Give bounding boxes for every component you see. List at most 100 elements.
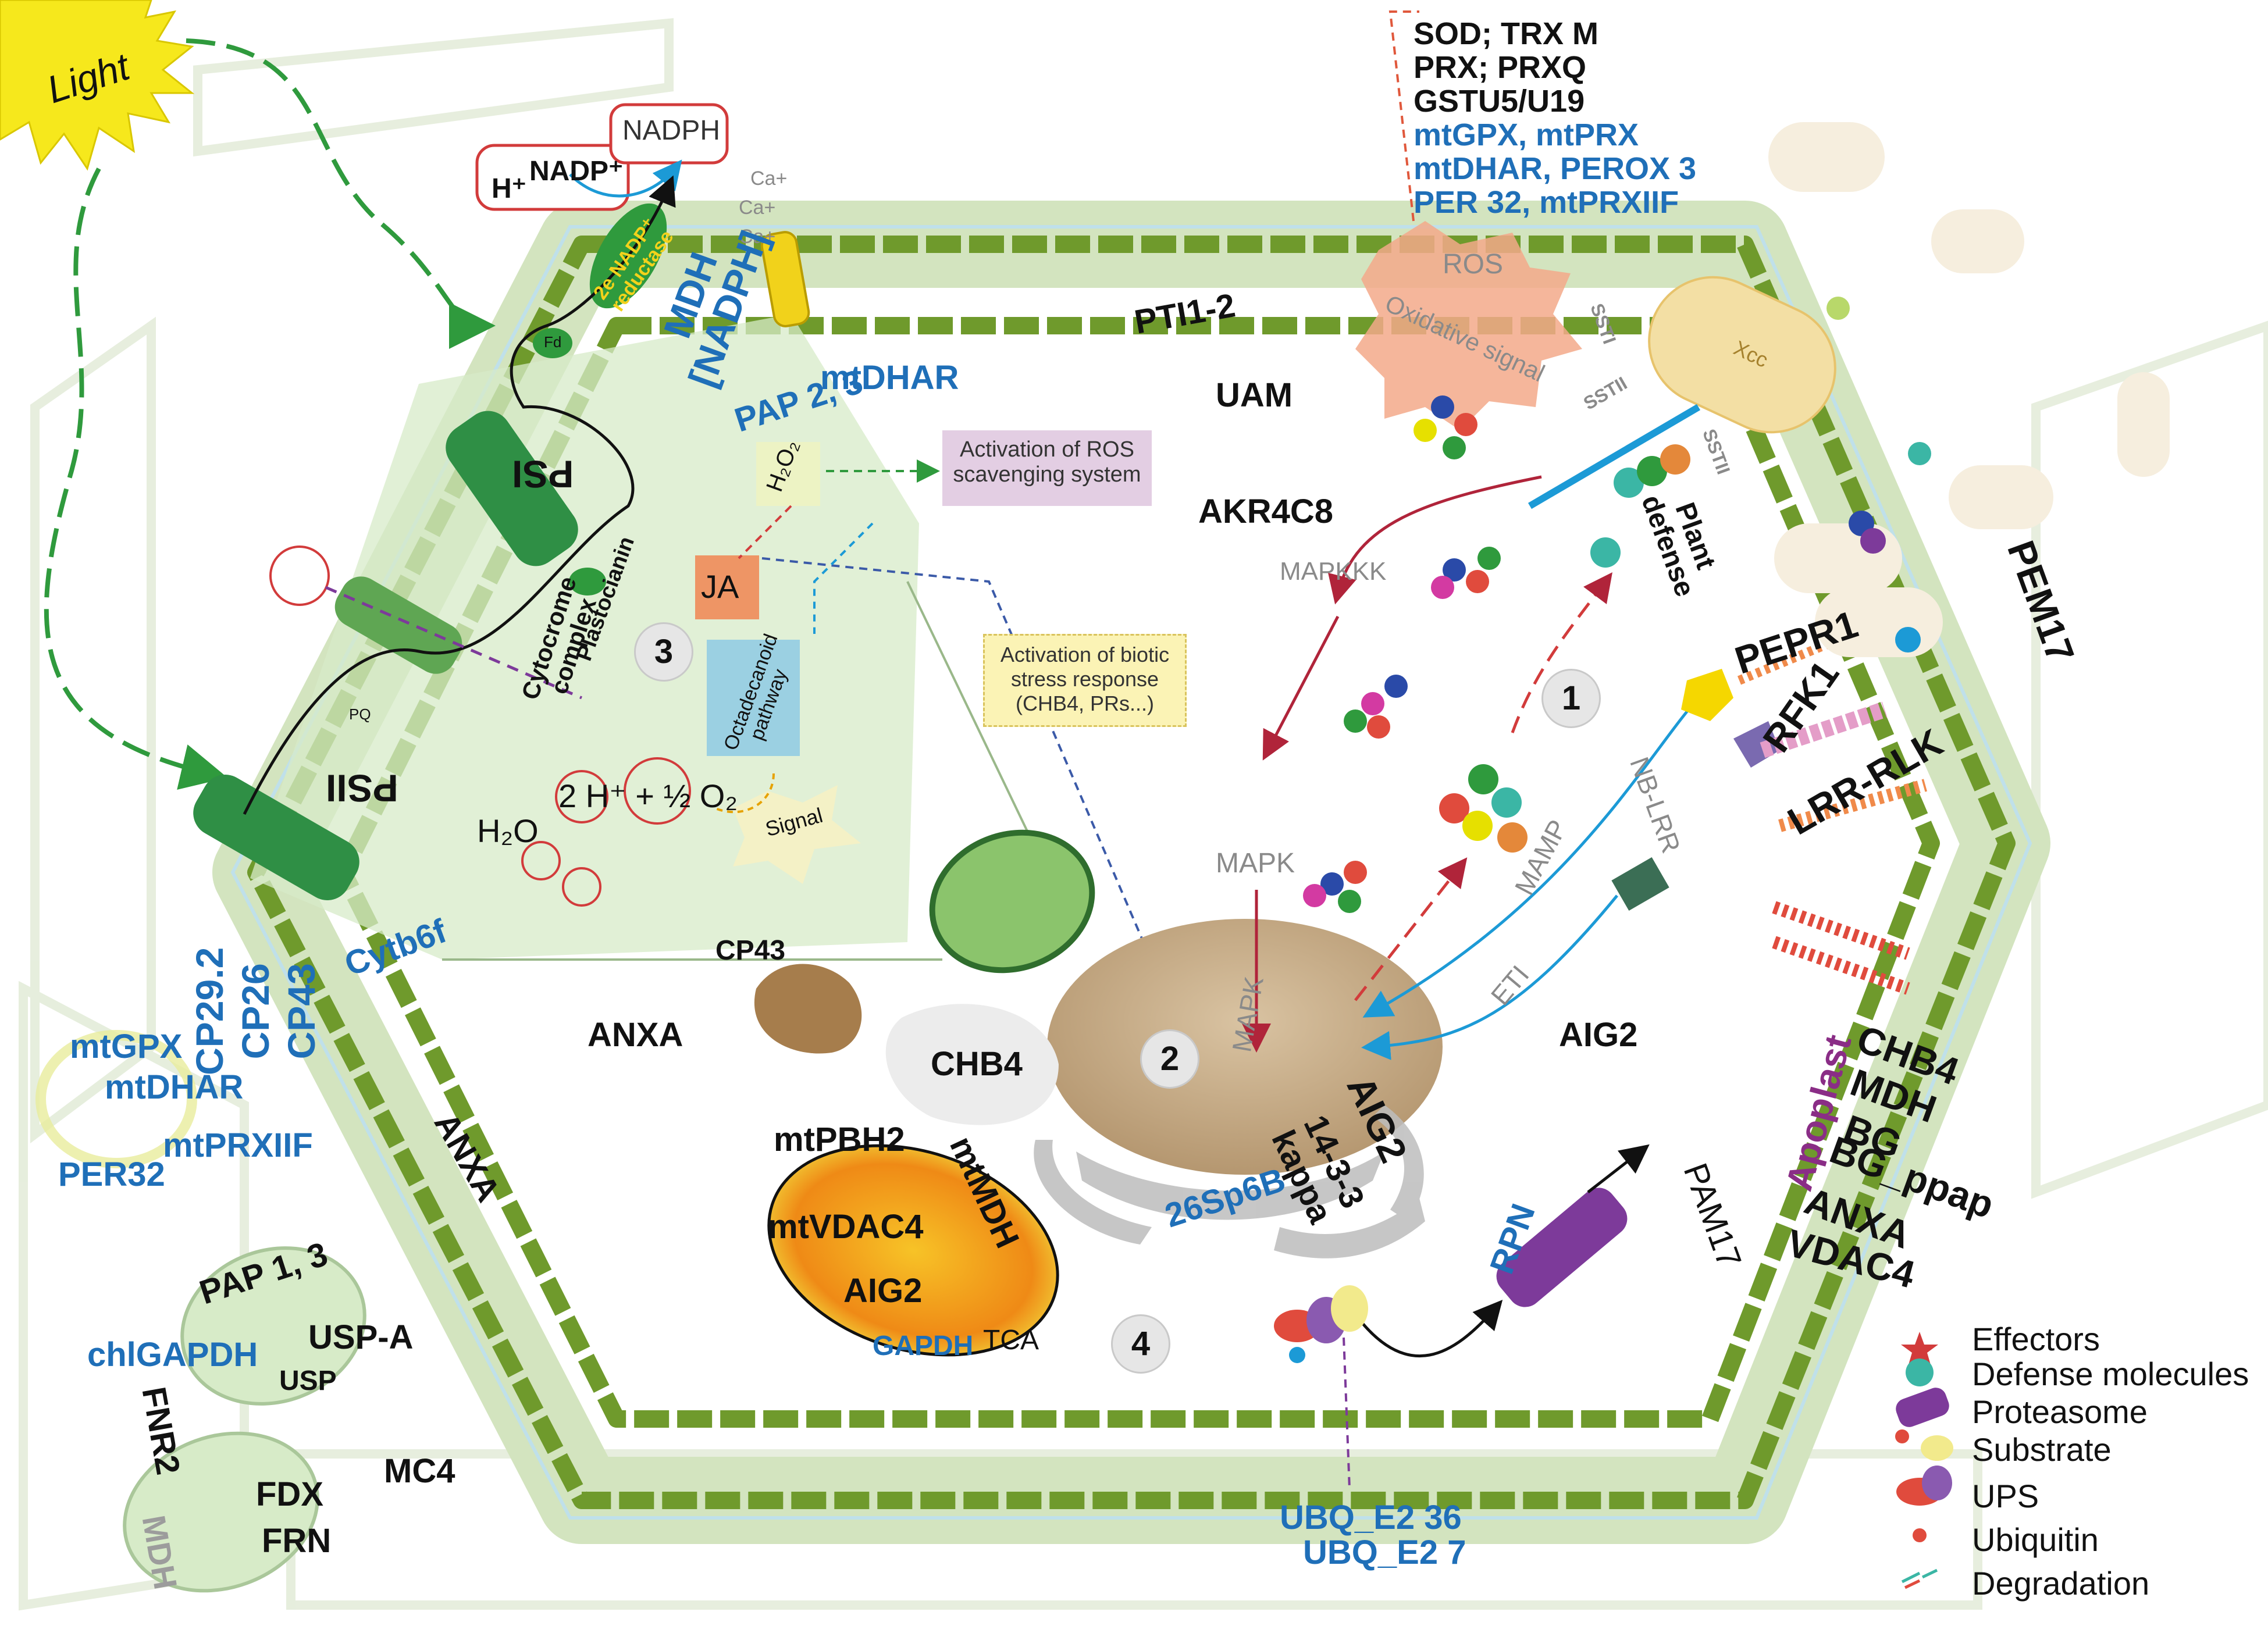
fd-ellipse	[533, 328, 572, 358]
pq-label: PQ	[349, 705, 371, 723]
legend-item: Proteasome	[1972, 1393, 2148, 1430]
step-number-4: 4	[1111, 1314, 1170, 1374]
mito-gapdh: GAPDH	[873, 1331, 974, 1361]
cp43-label: CP43	[715, 935, 786, 966]
akr-label: AKR4C8	[1198, 493, 1334, 530]
octadecanoid-box	[707, 640, 800, 756]
legend-item: Substrate	[1972, 1431, 2112, 1468]
left-mito-1: mtGPX	[70, 1028, 183, 1065]
psii-label: PSII	[326, 766, 398, 810]
ubq-label-2: UBQ_E2 7	[1303, 1534, 1466, 1571]
ups-arrow	[1354, 1299, 1503, 1358]
ca-label-3: Ca+	[739, 226, 776, 248]
chb4-label: CHB4	[931, 1045, 1023, 1083]
legend-item: Defense molecules	[1972, 1356, 2249, 1392]
proteasome	[1496, 1188, 1628, 1307]
nadp-box	[475, 144, 630, 211]
top-list-3: GSTU5/U19	[1414, 84, 1585, 119]
bacterium-xcc	[1648, 276, 1836, 434]
ubq-label-1: UBQ_E2 36	[1280, 1499, 1462, 1536]
left-mito-4: PER32	[58, 1156, 165, 1193]
mtdhar-chloro-label: mtDHAR	[820, 359, 959, 397]
mitochondrion	[767, 1144, 1059, 1357]
blue-dash-arrow	[813, 522, 874, 634]
bg-bacterium-2	[1931, 209, 2024, 273]
h2o2-box	[756, 442, 820, 506]
mito-mtpbh2: mtPBH2	[774, 1121, 905, 1158]
mito-mtvdac4: mtVDAC4	[768, 1208, 924, 1246]
ros-burst	[1355, 221, 1582, 430]
list-bracket	[1388, 10, 1419, 222]
light-arrow-2	[186, 38, 496, 349]
chloroplast-organelle	[929, 829, 1095, 974]
step-number-2: 2	[1140, 1029, 1199, 1089]
left-fdx: FDX	[256, 1475, 323, 1513]
legend-item: Degradation	[1972, 1565, 2150, 1602]
left-chlgapdh: chlGAPDH	[87, 1336, 258, 1374]
ups-drop-line	[1343, 1337, 1351, 1489]
ja-arrow	[738, 505, 792, 559]
psi-label: PSI	[512, 452, 574, 496]
proteasome-out-arrow	[1587, 1144, 1650, 1193]
top-list-6: PER 32, mtPRXIIF	[1414, 185, 1679, 220]
defense-up-arrow	[1511, 572, 1613, 733]
electron-path	[243, 175, 676, 815]
bg-bacterium-4	[2117, 372, 2170, 477]
mapkkk-label: MAPKKK	[1280, 557, 1387, 586]
h-plus-label: H⁺	[492, 173, 526, 204]
er-membranes	[1034, 1105, 1425, 1258]
defense-molecules	[1439, 444, 1690, 853]
h-plus-circle-2	[555, 770, 608, 823]
top-list-5: mtDHAR, PEROX 3	[1414, 151, 1697, 186]
left-mito-3: mtPRXIIF	[163, 1126, 313, 1164]
ca-label-2: Ca+	[739, 197, 776, 219]
ups-complex	[1274, 1285, 1368, 1363]
left-mc4: MC4	[384, 1452, 455, 1490]
left-chloroplast-2	[123, 1431, 319, 1593]
h-plus-circle-4	[562, 867, 601, 907]
ja-to-biotic-arrow	[761, 557, 1169, 997]
o2-circle	[624, 757, 691, 825]
step-number-3: 3	[634, 622, 693, 682]
chb4-blob	[885, 1004, 1059, 1125]
ros-scavenging-box: Activation of ROS scavenging system	[942, 430, 1152, 506]
bg-bacterium-3	[1949, 465, 2053, 529]
legend-item: Effectors	[1972, 1321, 2100, 1357]
top-list-2: PRX; PRXQ	[1414, 50, 1587, 85]
nadp-label: NADP⁺	[529, 156, 624, 187]
legend-icons	[1895, 1332, 1953, 1589]
mapk-upper-label: MAPK	[1216, 848, 1295, 879]
mapkkk-arrow	[1328, 475, 1542, 605]
h-plus-circle-3	[521, 841, 561, 880]
left-mitochondrion	[35, 1030, 197, 1168]
nucleus-to-defense-arrow	[1354, 857, 1468, 1001]
h-plus-arrow	[325, 586, 582, 700]
rfk1-coil	[1760, 701, 1888, 758]
uam-label: UAM	[1216, 376, 1293, 414]
ca-label-1: Ca+	[750, 167, 788, 190]
left-usp-a: USP-A	[308, 1318, 414, 1356]
water-products-label: 2 H⁺ + ½ O₂	[558, 778, 738, 814]
mito-tca: TCA	[983, 1325, 1039, 1356]
plastocianin-blob	[569, 568, 606, 596]
nb-lrr-receptor	[1611, 857, 1669, 911]
legend-item: Ubiquitin	[1972, 1521, 2099, 1558]
ros-label: ROS	[1443, 249, 1504, 280]
psii-cylinder	[193, 775, 359, 900]
nadph-label: NADPH	[622, 115, 721, 146]
ja-label: JA	[701, 568, 739, 605]
bg-bacterium-1	[1768, 122, 1885, 192]
effector-stars	[1303, 297, 1931, 913]
cp43-blob	[754, 964, 862, 1054]
legend-item: UPS	[1972, 1478, 2039, 1514]
cytochrome-cylinder	[334, 576, 462, 674]
sun-icon	[0, 0, 195, 171]
left-mito-2: mtDHAR	[105, 1068, 244, 1106]
ca-channel	[760, 231, 810, 327]
zoom-lines	[442, 581, 1048, 961]
aig2-cyto-label: AIG2	[1559, 1016, 1638, 1054]
chloroplast-zoom-region	[250, 314, 919, 960]
signal-burst	[733, 785, 861, 884]
